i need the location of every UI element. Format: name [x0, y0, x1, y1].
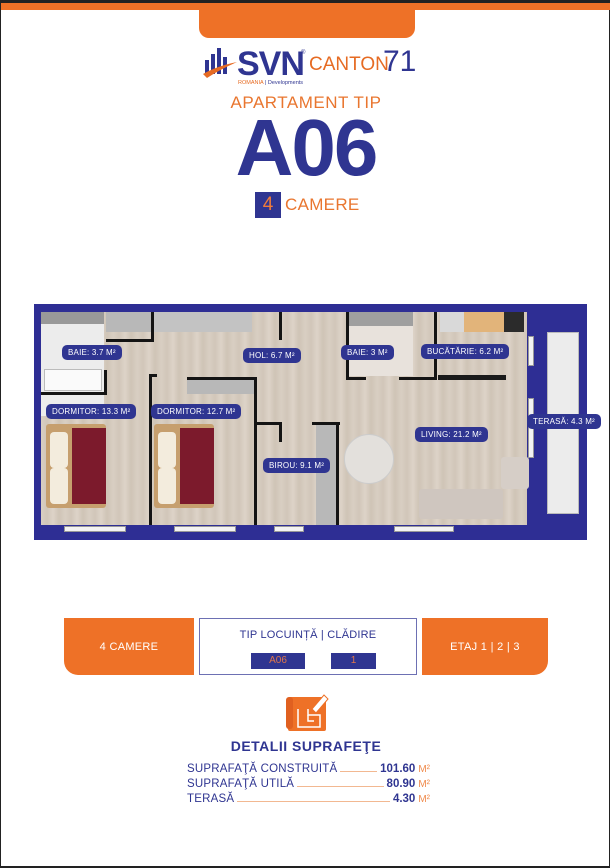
top-border [1, 0, 610, 3]
leader-line [340, 771, 378, 772]
project-word: CANTON [309, 54, 389, 75]
window [394, 526, 454, 532]
wall [312, 422, 340, 425]
sofa [419, 489, 503, 519]
detail-value: 4.30 [392, 793, 416, 805]
room-label-dormitor-2: DORMITOR: 12.7 M² [151, 404, 242, 419]
brand-subtitle: ROMANIA | Developments [238, 80, 304, 86]
room-label-hol: HOL: 6.7 M² [243, 348, 301, 363]
apartment-type-label: APARTAMENT TIP [230, 93, 382, 112]
wall [187, 377, 257, 380]
window [174, 526, 236, 532]
rooms-word: CAMERE [285, 195, 360, 214]
wall [279, 312, 282, 340]
blueprint-pencil-icon [286, 694, 329, 731]
wall [104, 370, 107, 395]
rooms-count-badge: 4 [255, 192, 281, 218]
room-label-bucatarie: BUCĂTĂRIE: 6.2 M² [421, 344, 510, 359]
leader-line [297, 786, 384, 787]
birou-closet [316, 425, 336, 525]
wardrobe [187, 380, 257, 394]
detail-value: 101.60 [380, 763, 416, 775]
detail-label: SUPRAFAŢĂ UTILĂ [187, 778, 295, 790]
detail-unit: M² [418, 764, 430, 775]
detail-row-usable-area: SUPRAFAŢĂ UTILĂ 80.90 M² [187, 776, 430, 790]
stove [504, 312, 524, 332]
detail-unit: M² [418, 794, 430, 805]
room-label-baie-1: BAIE: 3.7 M² [62, 345, 122, 360]
dining-table [344, 434, 394, 484]
armchair [501, 457, 529, 489]
room-label-baie-2: BAIE: 3 M² [341, 345, 394, 360]
detail-row-terrace: TERASĂ 4.30 M² [187, 791, 430, 805]
leader-line [237, 801, 390, 802]
wall [149, 374, 157, 377]
apartment-code: A06 [235, 103, 379, 192]
brand-country: ROMANIA [238, 80, 264, 86]
brand-logo: SVN ® CANTON 71 ROMANIA | Developments [201, 44, 417, 86]
wall [279, 422, 282, 442]
type-building-box: TIP LOCUINȚĂ | CLĂDIRE A06 1 [199, 618, 417, 675]
shower-area [349, 312, 413, 326]
bathroom-counter [41, 312, 104, 324]
detail-label: SUPRAFAŢĂ CONSTRUITĂ [187, 763, 338, 775]
wall [106, 339, 154, 342]
type-building-title: TIP LOCUINȚĂ | CLĂDIRE [239, 629, 377, 641]
detail-unit: M² [418, 779, 430, 790]
top-orange-tab [199, 3, 415, 38]
rooms-info-box: 4 CAMERE [64, 618, 194, 675]
room-label-terasa: TERASĂ: 4.3 M² [527, 414, 601, 429]
detail-value: 80.90 [386, 778, 416, 790]
brand-division: Developments [267, 80, 304, 86]
wardrobe [106, 312, 151, 332]
rooms-heading: 4 CAMERE [255, 192, 360, 218]
window [274, 526, 304, 532]
tv-unit [438, 375, 506, 380]
kitchen-sink-counter [440, 312, 464, 332]
window [64, 526, 126, 532]
building-bars-icon [203, 48, 237, 78]
detail-row-built-area: SUPRAFAŢĂ CONSTRUITĂ 101.60 M² [187, 761, 430, 775]
window [528, 336, 534, 366]
room-label-dormitor-1: DORMITOR: 13.3 M² [46, 404, 137, 419]
wall [254, 377, 257, 525]
trademark-symbol: ® [301, 50, 306, 56]
building-value-chip: 1 [331, 653, 376, 669]
detail-label: TERASĂ [187, 793, 235, 805]
wall [346, 377, 366, 380]
floors-info-box: ETAJ 1 | 2 | 3 [422, 618, 548, 675]
type-value-chip: A06 [251, 653, 305, 669]
room-label-living: LIVING: 21.2 M² [415, 427, 488, 442]
bathtub [44, 369, 102, 391]
wall [256, 422, 281, 425]
wardrobe [152, 312, 252, 332]
wall [336, 422, 339, 525]
wall [41, 392, 106, 395]
wall [149, 374, 152, 525]
room-label-birou: BIROU: 9.1 M² [263, 458, 331, 473]
wall [151, 312, 154, 342]
project-number: 71 [383, 45, 417, 78]
details-title: DETALII SUPRAFEŢE [230, 738, 382, 754]
floor-plan [34, 304, 587, 540]
brand-name: SVN [237, 45, 305, 83]
wall [399, 377, 437, 380]
